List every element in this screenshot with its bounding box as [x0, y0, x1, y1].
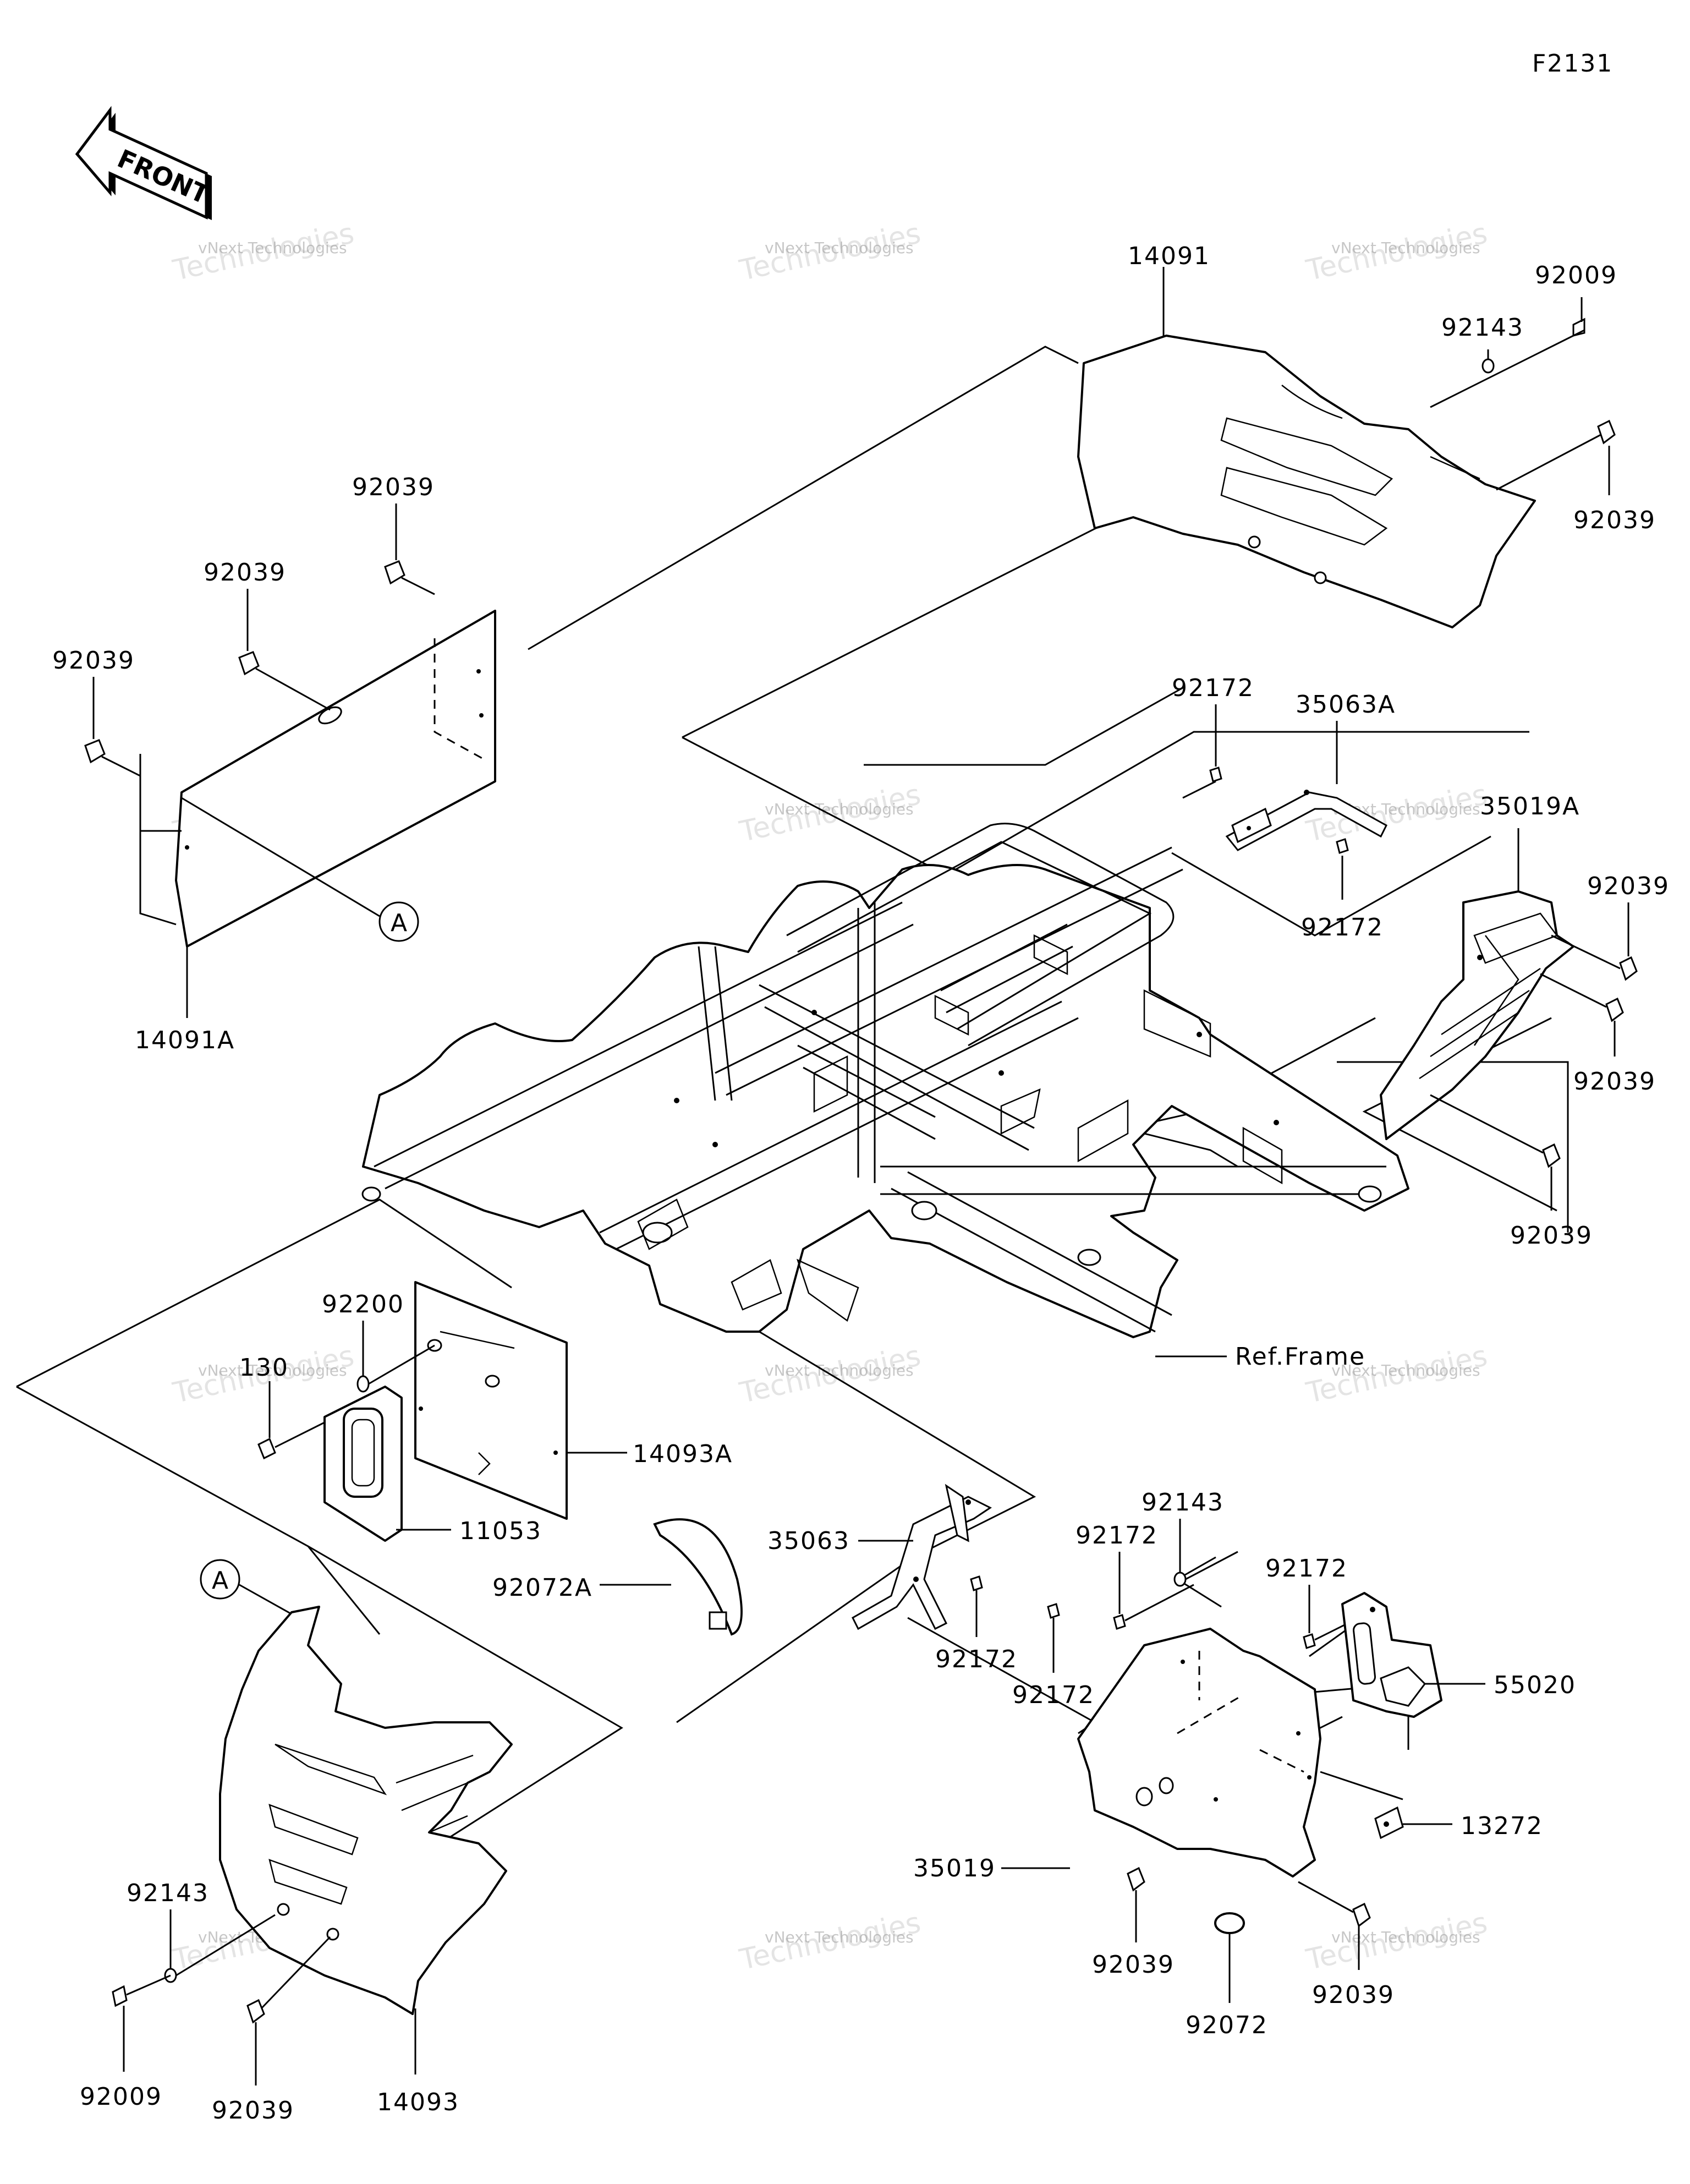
label-11053: 11053	[459, 1517, 542, 1545]
part-14093-cover	[219, 1606, 513, 2015]
label-92172-b: 92172	[1301, 913, 1384, 942]
callout-a-label: A	[212, 1567, 229, 1595]
label-92009-bot: 92009	[80, 2083, 162, 2111]
clip-icon	[1352, 1902, 1371, 1928]
bolt-icon	[257, 1437, 276, 1460]
label-92200: 92200	[322, 1290, 404, 1318]
label-92039-d: 92039	[1587, 872, 1670, 900]
label-92039-c: 92039	[52, 647, 135, 675]
part-14091-cover	[1077, 335, 1536, 628]
part-14091A-panel	[175, 610, 496, 948]
watermark-small: vNext Technologies	[765, 1361, 914, 1380]
callout-a-circle	[200, 1559, 240, 1600]
screw-icon	[1336, 838, 1349, 854]
label-35019: 35019	[913, 1854, 996, 1882]
label-92143-bot: 92143	[127, 1879, 209, 1907]
clip-icon	[84, 739, 106, 764]
part-55020-bracket	[1341, 1592, 1442, 1718]
label-14093A: 14093A	[633, 1440, 733, 1468]
watermark-small: vNext Technologies	[1331, 239, 1480, 257]
label-92072: 92072	[1186, 2011, 1268, 2039]
watermark-small: vNext Technologies	[1331, 1361, 1480, 1380]
front-arrow-icon: FRONT	[75, 106, 214, 220]
label-35063: 35063	[767, 1527, 850, 1555]
ref-frame	[361, 823, 1409, 1338]
watermark-small: vNext Technologies	[198, 1361, 347, 1380]
label-14093: 14093	[377, 2088, 459, 2116]
label-92039-i: 92039	[212, 2097, 294, 2125]
washer-icon	[1173, 1572, 1187, 1587]
part-35019A-guard	[1380, 890, 1574, 1140]
clip-icon	[1127, 1866, 1145, 1892]
grommet-icon	[356, 1375, 370, 1393]
screw-icon	[970, 1575, 983, 1591]
clip-icon	[1605, 997, 1624, 1022]
label-35063A: 35063A	[1296, 691, 1396, 719]
callout-a-circle	[378, 901, 419, 942]
callout-a-label: A	[391, 909, 408, 937]
label-92143-mid: 92143	[1142, 1488, 1224, 1517]
label-92172-c: 92172	[935, 1645, 1018, 1673]
label-92172-f: 92172	[1265, 1554, 1348, 1583]
label-92039-top-right: 92039	[1573, 506, 1656, 534]
label-92072A: 92072A	[492, 1574, 592, 1602]
ref-frame-label: Ref.Frame	[1235, 1343, 1365, 1371]
label-92039-f: 92039	[1510, 1222, 1593, 1250]
label-92039-e: 92039	[1573, 1068, 1656, 1096]
label-35019A: 35019A	[1480, 792, 1580, 820]
hose-clamp-icon	[1214, 1912, 1245, 1934]
cable-tie-icon	[653, 1518, 743, 1636]
clip-icon	[1619, 956, 1638, 981]
clip-icon	[1542, 1143, 1561, 1168]
label-92172-d: 92172	[1012, 1681, 1095, 1709]
screw-icon	[1047, 1603, 1060, 1619]
label-92039-g: 92039	[1092, 1951, 1175, 1979]
label-92172-a: 92172	[1172, 674, 1254, 702]
washer-icon	[1482, 358, 1495, 374]
clip-icon	[1597, 419, 1616, 445]
part-11053-bracket	[323, 1386, 403, 1542]
label-130: 130	[239, 1354, 289, 1382]
rivet-icon	[112, 1985, 128, 2007]
screw-icon	[1113, 1614, 1126, 1630]
label-92143-top: 92143	[1441, 314, 1524, 342]
label-92039-b: 92039	[204, 559, 286, 587]
watermark-small: vNext Technologies	[765, 800, 914, 818]
screw-icon	[1303, 1633, 1316, 1649]
label-55020: 55020	[1494, 1671, 1576, 1699]
part-14093A-plate	[414, 1281, 568, 1520]
part-35063A-bracket	[1225, 790, 1387, 851]
label-13272: 13272	[1461, 1812, 1543, 1840]
label-92009-top: 92009	[1535, 261, 1617, 289]
clip-icon	[238, 651, 260, 676]
watermark-small: vNext Technologies	[765, 1928, 914, 1946]
figure-code: F2131	[1532, 50, 1613, 78]
watermark-small: vNext Technologies	[198, 239, 347, 257]
clip-icon	[246, 1999, 265, 2024]
screw-icon	[1209, 767, 1222, 782]
part-13272-clip	[1374, 1806, 1404, 1840]
label-92039-a: 92039	[352, 473, 435, 501]
label-14091A: 14091A	[135, 1026, 235, 1054]
watermark-small: vNext Technologies	[1331, 1928, 1480, 1946]
watermark-small: vNext Technologies	[765, 239, 914, 257]
label-92172-e: 92172	[1076, 1521, 1158, 1550]
clip-icon	[384, 560, 405, 585]
part-35019-guard	[1077, 1628, 1321, 1878]
label-14091: 14091	[1128, 242, 1210, 270]
label-92039-h: 92039	[1312, 1981, 1395, 2009]
part-35063-bracket	[852, 1484, 992, 1630]
